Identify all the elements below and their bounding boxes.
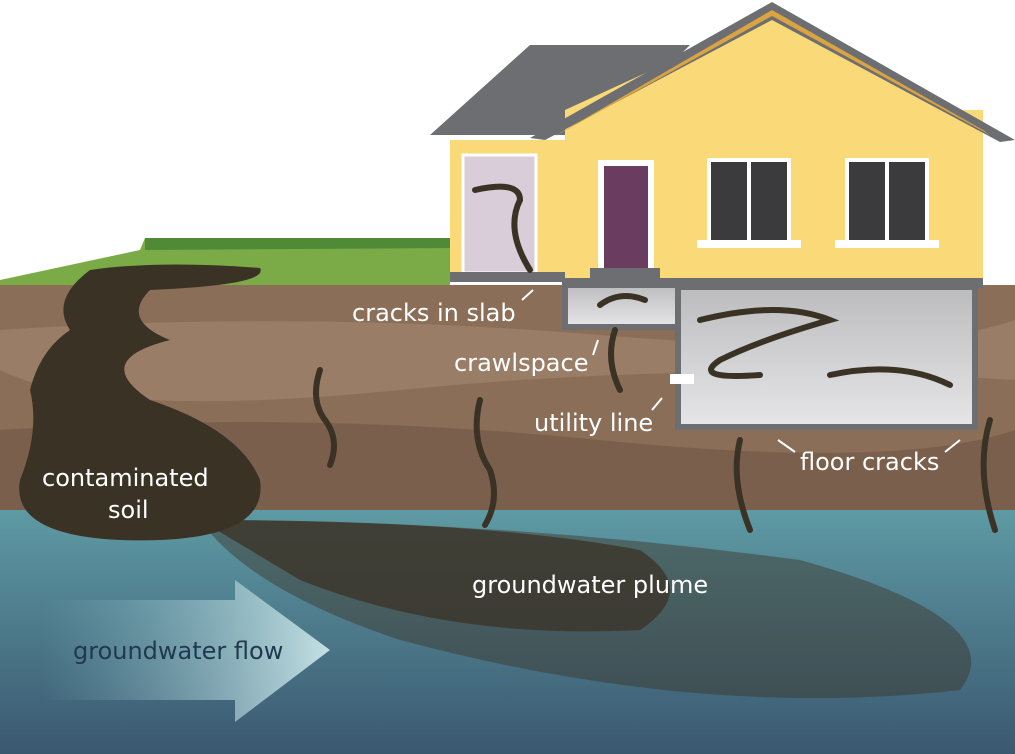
label-crawlspace: crawlspace — [454, 349, 589, 377]
roof-left — [430, 45, 690, 135]
label-floor-cracks: floor cracks — [800, 448, 940, 476]
vapor-wisps — [313, 183, 998, 533]
label-groundwater-flow: groundwater flow — [73, 637, 284, 665]
crawlspace — [562, 282, 683, 330]
pointer-arrows — [521, 289, 961, 453]
groundwater-flow-arrow — [40, 580, 330, 722]
label-contaminated: contaminated — [42, 464, 209, 492]
label-utility-line: utility line — [534, 409, 654, 437]
label-groundwater-plume: groundwater plume — [472, 571, 709, 599]
label-cracks-in-slab: cracks in slab — [352, 299, 516, 327]
label-soil: soil — [108, 496, 149, 524]
contaminated-soil — [19, 264, 261, 541]
